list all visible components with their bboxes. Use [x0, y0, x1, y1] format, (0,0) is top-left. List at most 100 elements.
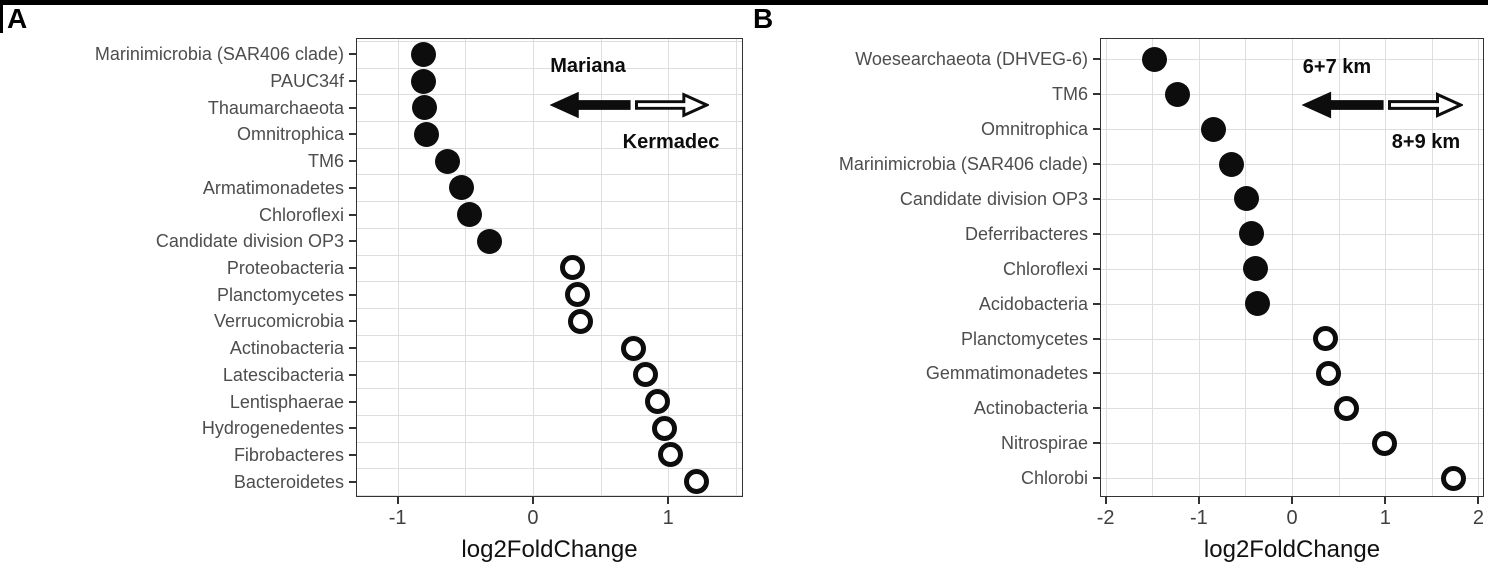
gridline [1101, 478, 1483, 480]
gridline [1385, 39, 1387, 496]
y-axis-label: TM6 [1052, 84, 1088, 105]
y-tick-mark [349, 213, 356, 216]
gridline [357, 40, 742, 42]
top-border-bar [0, 0, 1488, 5]
x-tick-label: 0 [1286, 507, 1298, 529]
y-tick-mark [349, 266, 356, 269]
data-point-open [1315, 360, 1341, 386]
right-arrow-icon [1388, 90, 1465, 120]
data-point-filled [1141, 46, 1167, 72]
data-point-filled [1245, 291, 1271, 317]
data-point-filled [1218, 151, 1244, 177]
data-point-filled [456, 202, 482, 228]
gridline [1338, 39, 1340, 496]
gridline [1101, 443, 1483, 445]
data-point-open [1333, 395, 1359, 421]
y-axis-label: Candidate division OP3 [155, 231, 344, 252]
y-axis-label: Omnitrophica [236, 124, 344, 145]
left-arrow-icon [549, 90, 631, 120]
data-point-filled [1201, 116, 1227, 142]
gridline [1101, 94, 1483, 96]
y-tick-mark [1093, 128, 1100, 131]
data-point-filled [1164, 81, 1190, 107]
data-point-open [651, 415, 677, 441]
x-tick-mark [396, 497, 399, 504]
x-axis-title: log2FoldChange [461, 536, 638, 563]
y-axis-label: Latescibacteria [222, 364, 344, 385]
y-tick-mark [1093, 58, 1100, 61]
data-point-filled [1239, 221, 1265, 247]
gridline [397, 39, 399, 496]
y-tick-mark [1093, 93, 1100, 96]
x-tick-mark [531, 497, 534, 504]
y-axis-label: Actinobacteria [973, 398, 1088, 419]
data-point-open [1440, 465, 1466, 491]
gridline [1152, 39, 1154, 496]
gridline [357, 281, 742, 283]
gridline [668, 39, 670, 496]
gridline [1101, 408, 1483, 410]
data-point-open [559, 255, 585, 281]
x-tick-mark [1104, 497, 1107, 504]
data-point-open [1371, 430, 1397, 456]
x-tick-label: -1 [1189, 507, 1208, 529]
data-point-open [644, 389, 670, 415]
y-tick-mark [1093, 232, 1100, 235]
y-tick-mark [349, 186, 356, 189]
gridline [1101, 338, 1483, 340]
y-axis-label: PAUC34f [270, 71, 344, 91]
gridline [1101, 59, 1483, 61]
gridline [357, 441, 742, 443]
gridline [357, 361, 742, 363]
y-axis-label: Woesearchaeota (DHVEG-6) [855, 49, 1088, 70]
gridline [1198, 39, 1200, 496]
y-axis-label: Planctomycetes [216, 284, 344, 305]
gridline [1105, 39, 1107, 496]
y-tick-mark [349, 427, 356, 430]
y-tick-mark [1093, 442, 1100, 445]
data-point-open [620, 335, 646, 361]
y-axis-label: TM6 [308, 151, 344, 172]
x-tick-label: 0 [527, 507, 539, 529]
y-axis-label: Acidobacteria [978, 293, 1088, 314]
y-tick-mark [1093, 267, 1100, 270]
y-axis-label: Nitrospirae [1000, 433, 1088, 454]
x-tick-label: -2 [1096, 507, 1115, 529]
right-arrow-icon [635, 90, 711, 120]
data-point-open [684, 469, 710, 495]
gridline [357, 174, 742, 176]
gridline [357, 334, 742, 336]
gridline [1292, 39, 1294, 496]
y-tick-mark [1093, 477, 1100, 480]
y-tick-mark [1093, 372, 1100, 375]
data-point-open [632, 362, 658, 388]
y-tick-mark [349, 80, 356, 82]
y-tick-mark [349, 480, 356, 483]
panel-a-label: A [7, 3, 28, 34]
gridline [357, 67, 742, 69]
y-axis-label: Bacteroidetes [233, 471, 344, 492]
data-point-filled [477, 228, 503, 254]
panel-b-label: B [753, 3, 774, 34]
data-point-filled [1243, 256, 1269, 282]
gridline [1101, 198, 1483, 200]
gridline [465, 39, 467, 496]
gridline [1101, 268, 1483, 270]
x-axis-title: log2FoldChange [1203, 536, 1381, 563]
data-point-filled [435, 148, 461, 174]
y-axis-label: Chloroflexi [1002, 258, 1088, 279]
data-point-filled [413, 121, 439, 147]
gridline [735, 39, 737, 496]
gridline [600, 39, 602, 496]
y-tick-mark [349, 293, 356, 296]
y-tick-mark [349, 320, 356, 323]
gridline [1431, 39, 1433, 496]
gridline [357, 121, 742, 123]
gridline [357, 495, 742, 496]
gridline [357, 468, 742, 470]
gridline [357, 201, 742, 203]
y-axis-label: Chloroflexi [258, 204, 344, 225]
y-axis-label: Planctomycetes [960, 328, 1088, 349]
